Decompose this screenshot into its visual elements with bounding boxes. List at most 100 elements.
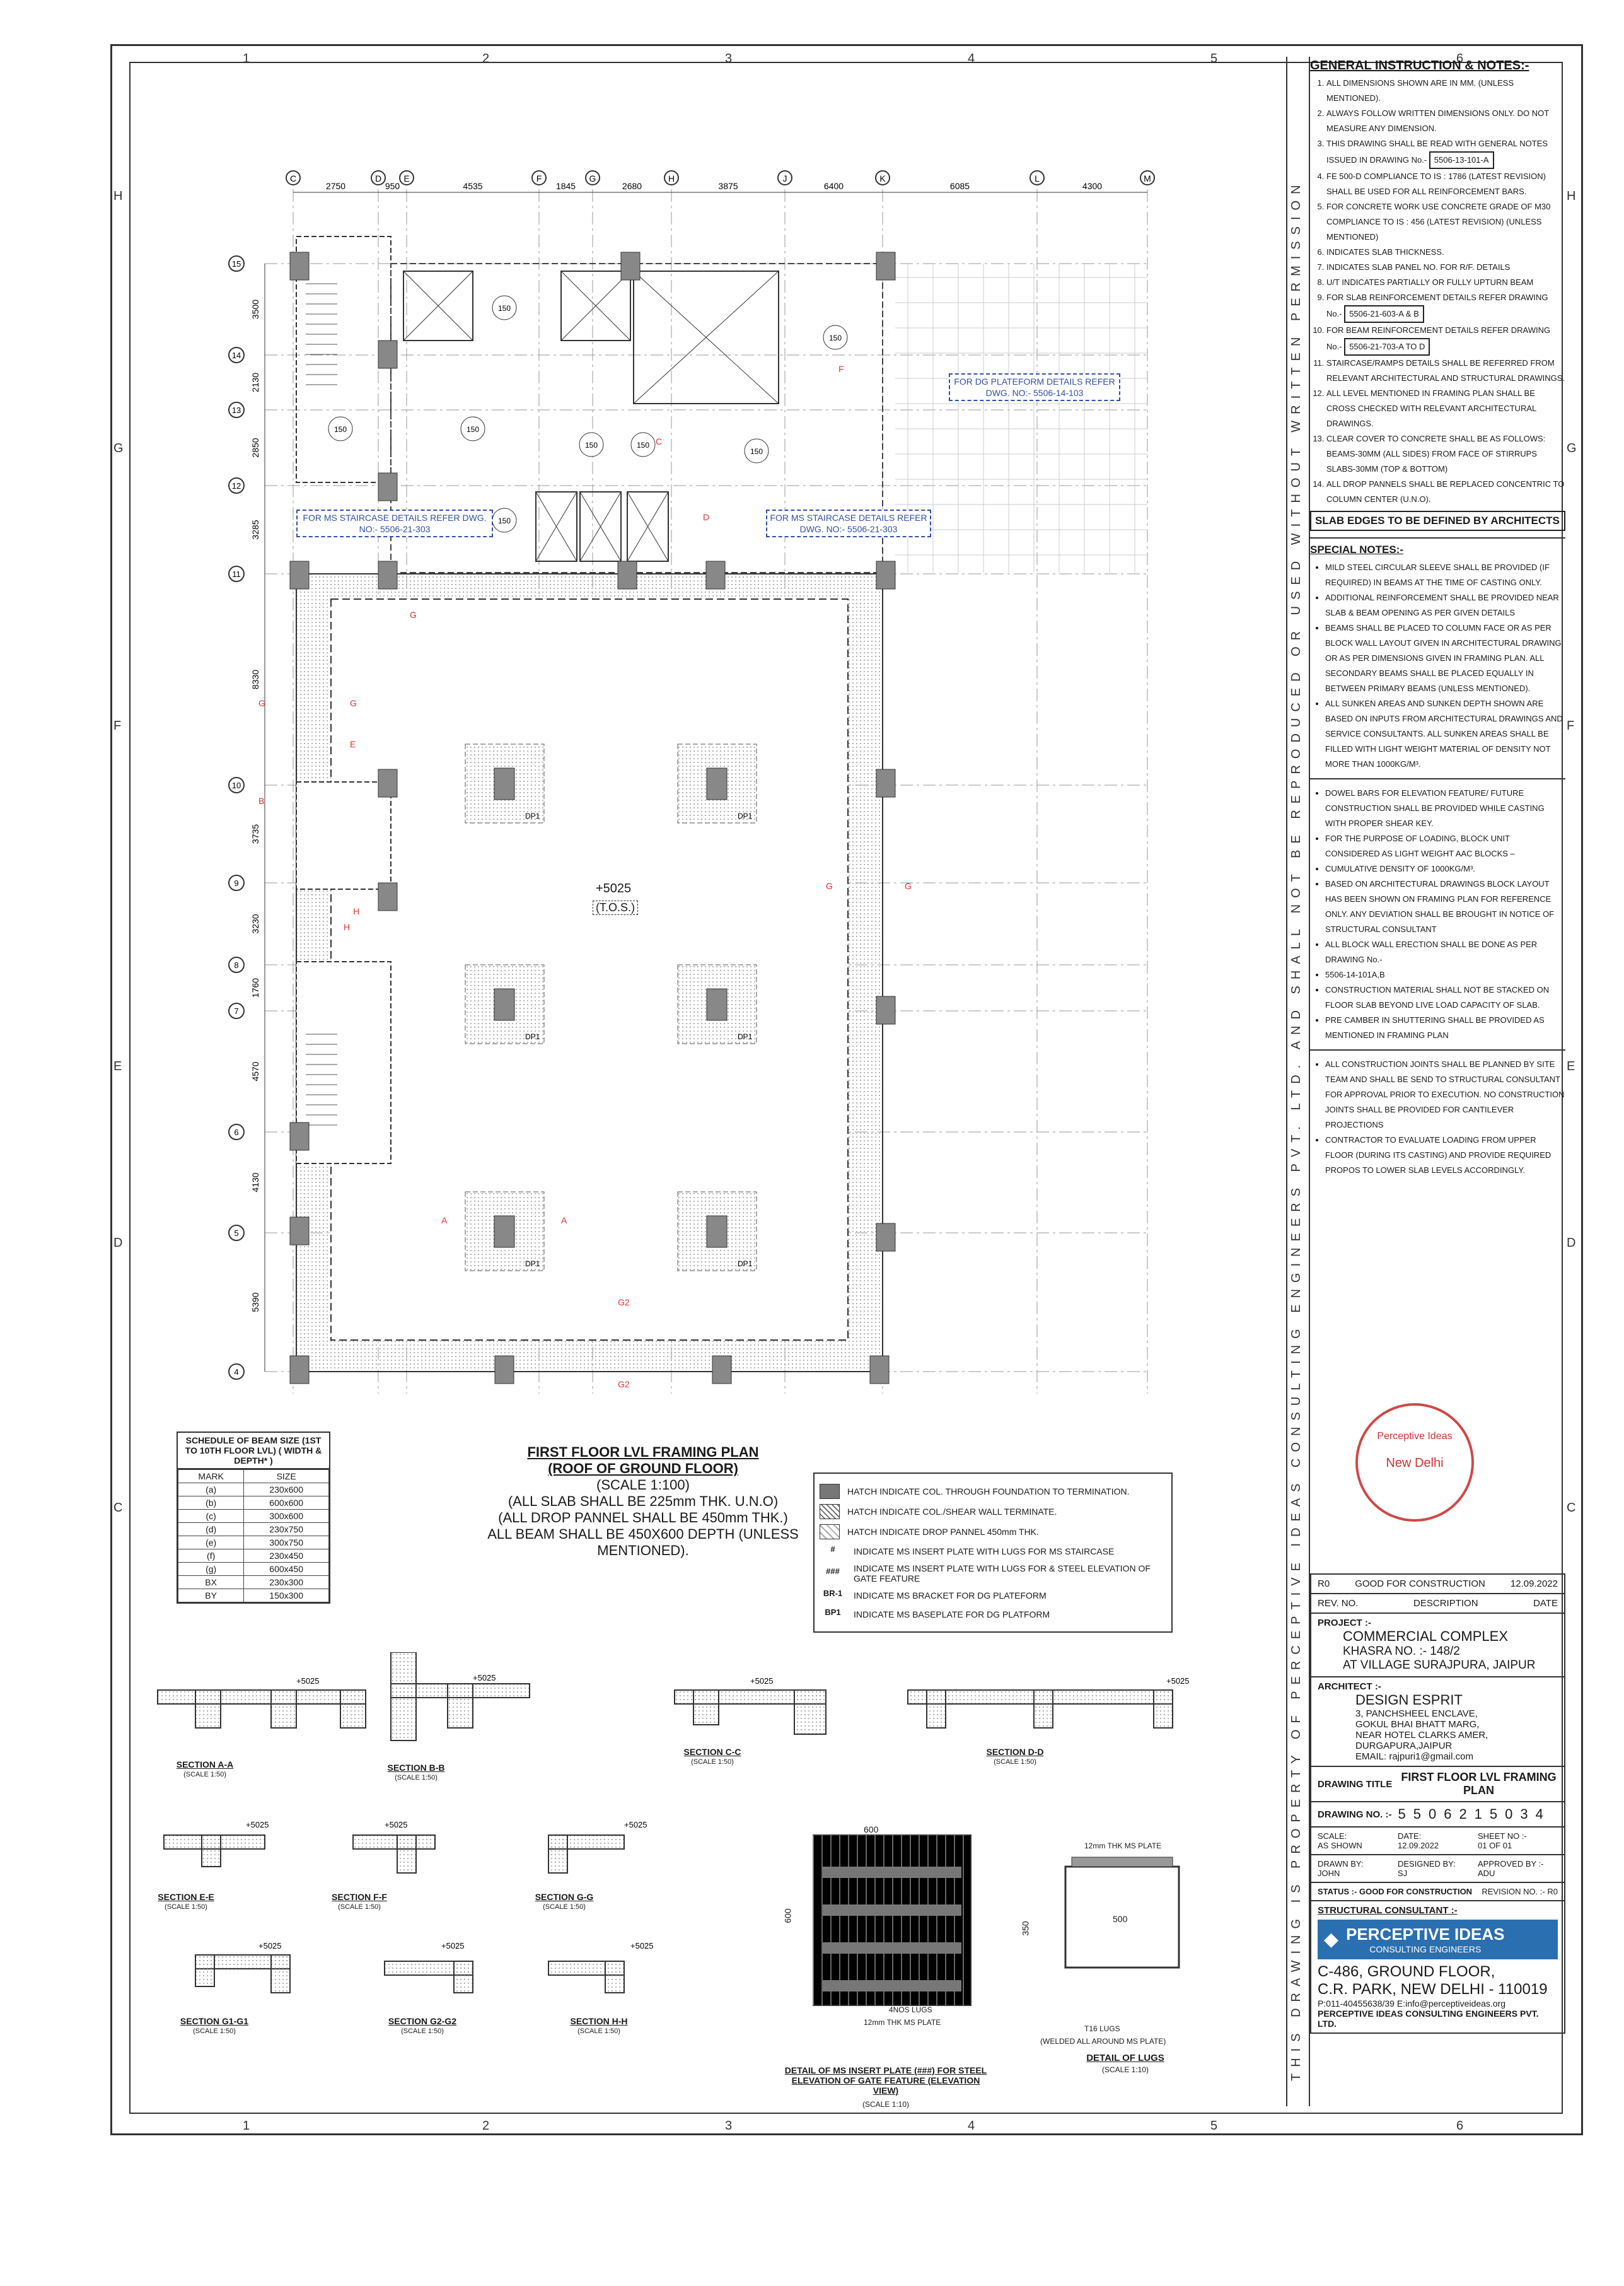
grid-row-label: 5 (234, 1228, 238, 1238)
tos-label: (T.O.S.) (593, 901, 638, 915)
legend-text: INDICATE MS INSERT PLATE WITH LUGS FOR M… (854, 1546, 1115, 1556)
hatch-legend: HATCH INDICATE COL. THROUGH FOUNDATION T… (813, 1472, 1173, 1633)
section-marker: C (656, 436, 662, 446)
special-notes-title: SPECIAL NOTES:- (1310, 544, 1403, 556)
legend-symbol (820, 1504, 840, 1519)
special-note-item: ALL CONSTRUCTION JOINTS SHALL BE PLANNED… (1325, 1057, 1565, 1133)
designed-value: SJ (1398, 1869, 1408, 1878)
grid-number: 3 (725, 52, 733, 66)
section-beam (1033, 1689, 1053, 1729)
section-beam (390, 1652, 417, 1741)
schedule-cell: 600x450 (243, 1562, 329, 1576)
col-dimension: 2750 (326, 181, 345, 191)
drop-panel-label: DP1 (738, 812, 753, 820)
section-beam (195, 1954, 215, 1987)
architect-block: ARCHITECT :- DESIGN ESPRIT 3, PANCHSHEEL… (1310, 1677, 1565, 1767)
grid-row-label: 13 (232, 405, 241, 415)
dg-platform-note: FOR DG PLATEFORM DETAILS REFER DWG. NO:-… (949, 373, 1120, 401)
schedule-title: SCHEDULE OF BEAM SIZE (1ST TO 10TH FLOOR… (178, 1433, 329, 1469)
stair-core-top (296, 236, 392, 483)
legend-symbol: # (830, 1544, 835, 1554)
section-scale: (SCALE 1:50) (193, 2027, 236, 2035)
section-marker: G (258, 698, 265, 708)
section-scale: (SCALE 1:50) (401, 2027, 444, 2035)
section-marker: G2 (618, 1297, 630, 1307)
note-item: CLEAR COVER TO CONCRETE SHALL BE AS FOLL… (1326, 431, 1565, 477)
approved-value: ADU (1478, 1869, 1495, 1878)
perimeter-column (876, 769, 896, 798)
grid-number: 3 (725, 2119, 733, 2133)
row-dimension: 8330 (250, 670, 260, 689)
note-item: THIS DRAWING SHALL BE READ WITH GENERAL … (1326, 136, 1565, 169)
notes-title: GENERAL INSTRUCTION & NOTES:- (1310, 59, 1529, 73)
perimeter-column (289, 1216, 310, 1245)
grid-bubble-row (228, 566, 245, 582)
section-scale: (SCALE 1:50) (691, 1758, 734, 1766)
section-marker: G (905, 881, 912, 891)
grid-row-label: 11 (232, 569, 241, 579)
plan-note-1: (ALL SLAB SHALL BE 225mm THK. U.N.O) (508, 1493, 779, 1509)
section-level: +5025 (630, 1941, 654, 1951)
detail-lugs-scale: (SCALE 1:10) (1101, 2065, 1149, 2074)
section-marker: H (353, 906, 359, 916)
schedule-cell: 300x750 (243, 1536, 329, 1549)
section-beam (453, 1961, 473, 1993)
drop-panel-label: DP1 (525, 1259, 540, 1268)
grid-col-label: C (290, 173, 296, 184)
grid-bubble-col (399, 170, 414, 185)
section-marker: G2 (618, 1379, 630, 1389)
col-dimension: 1845 (556, 181, 576, 191)
special-note-item: FOR THE PURPOSE OF LOADING, BLOCK UNIT C… (1325, 831, 1565, 861)
section-level: +5025 (385, 1820, 408, 1829)
drawn-value: JOHN (1318, 1869, 1340, 1878)
section-marker: F (838, 364, 844, 374)
drawing-meta-row: SCALE: DATE: SHEET NO :- AS SHOWN 12.09.… (1310, 1828, 1565, 1855)
project-khasra: KHASRA NO. :- 148/2 (1343, 1645, 1460, 1658)
slab-thickness-bubble (630, 432, 656, 457)
stamp-name: Perceptive Ideas (1377, 1431, 1453, 1442)
shaft-box (560, 271, 631, 341)
plan-subtitle: (ROOF OF GROUND FLOOR) (548, 1461, 738, 1476)
perimeter-column (378, 472, 398, 501)
schedule-cell: (f) (177, 1549, 245, 1563)
section-level: +5025 (441, 1941, 465, 1951)
legend-symbol: BP1 (825, 1607, 841, 1617)
drop-panel-label: DP1 (738, 1032, 753, 1041)
grid-bubble-col (664, 170, 679, 185)
grid-bubble-row (228, 777, 245, 793)
schedule-row: (g)600x450 (177, 1562, 329, 1576)
section-title: SECTION F-F (332, 1892, 387, 1902)
plan-scale: (SCALE 1:100) (596, 1477, 690, 1493)
schedule-row: (e)300x750 (177, 1536, 329, 1549)
schedule-head-size: SIZE (243, 1469, 329, 1483)
perimeter-column (712, 1355, 732, 1384)
section-beam (447, 1683, 473, 1729)
sheet-outer-border (110, 44, 1583, 2135)
architect-email: EMAIL: rajpuri1@gmail.com (1355, 1751, 1473, 1762)
general-notes: GENERAL INSTRUCTION & NOTES:- ALL DIMENS… (1310, 58, 1565, 1178)
grid-bubble-row (228, 875, 245, 891)
grid-letter: H (113, 189, 123, 203)
insert-plate (813, 1834, 972, 2006)
schedule-cell: (c) (177, 1509, 245, 1523)
row-dimension: 4130 (250, 1172, 260, 1192)
row-dimension: 3735 (250, 824, 260, 844)
section-scale: (SCALE 1:50) (395, 1774, 438, 1782)
logo-icon: ◆ (1324, 1929, 1339, 1950)
grid-bubble-row (228, 1124, 245, 1140)
row-dimension: 1760 (250, 978, 260, 998)
grid-bubble-row (228, 1003, 245, 1019)
section-marker: G (350, 698, 357, 708)
stamp-city: New Delhi (1386, 1456, 1444, 1470)
plan-note-3: ALL BEAM SHALL BE 450X600 DEPTH (UNLESS … (487, 1526, 799, 1558)
perimeter-column (705, 561, 726, 590)
lug-plate (1071, 1857, 1173, 1867)
legend-item: ###INDICATE MS INSERT PLATE WITH LUGS FO… (820, 1563, 1166, 1583)
section-beam (693, 1689, 719, 1725)
section-level: +5025 (1166, 1676, 1190, 1686)
architect-addr1: 3, PANCHSHEEL ENCLAVE, (1355, 1708, 1478, 1719)
schedule-cell: 230x450 (243, 1549, 329, 1563)
special-notes-list-3: ALL CONSTRUCTION JOINTS SHALL BE PLANNED… (1310, 1057, 1565, 1178)
